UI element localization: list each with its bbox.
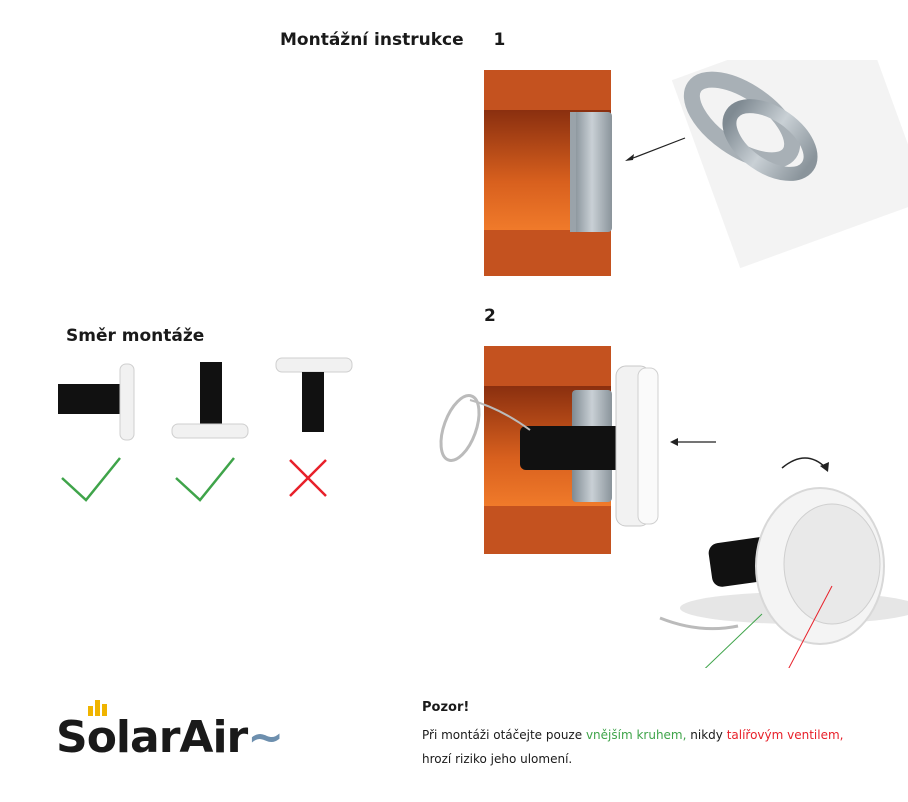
- step-2-number: 2: [484, 306, 496, 326]
- rotate-arrow: [781, 457, 827, 469]
- warning-text-mid: nikdy: [686, 728, 727, 742]
- insert-arrow: [627, 137, 686, 161]
- warning-text: Při montáži otáčejte pouze vnějším kruhe…: [422, 723, 892, 771]
- valve-tube: [520, 426, 630, 470]
- cross-icon: [289, 459, 327, 497]
- logo-bars-icon: [88, 700, 107, 716]
- sleeve-in-wall: [570, 112, 612, 232]
- plate-valve-side: [615, 365, 659, 527]
- step-1-number: 1: [493, 30, 506, 50]
- metal-sleeve-ring: [671, 60, 908, 269]
- pointer-green: [704, 613, 763, 668]
- direction-examples: [58, 357, 353, 502]
- warning-outer-ring: vnějším kruhem,: [585, 728, 687, 742]
- logo-text: SolarAir: [56, 712, 248, 763]
- example-vertical-up: [171, 362, 249, 439]
- check-icon: [61, 457, 121, 502]
- warning-text-after: hrozí riziko jeho ulomení.: [422, 752, 573, 766]
- title-text: Montážní instrukce: [280, 30, 464, 50]
- step-1-illustration: [484, 60, 908, 276]
- example-horizontal: [58, 363, 135, 441]
- warning-plate-valve: talířovým ventilem,: [726, 728, 844, 742]
- cable-coil: [439, 394, 531, 462]
- check-icon: [175, 457, 235, 502]
- logo-tilde: ~: [247, 712, 284, 763]
- step-2-illustration: [439, 346, 908, 668]
- warning-title: Pozor!: [422, 700, 470, 715]
- valve-perspective: [659, 487, 908, 645]
- example-vertical-down: [275, 357, 353, 432]
- page-title: Montážní instrukce 1: [280, 30, 505, 50]
- direction-title: Směr montáže: [66, 326, 205, 346]
- pointer-red: [788, 585, 833, 668]
- warning-text-before: Při montáži otáčejte pouze: [422, 728, 586, 742]
- solarair-logo: SolarAir~: [56, 700, 284, 763]
